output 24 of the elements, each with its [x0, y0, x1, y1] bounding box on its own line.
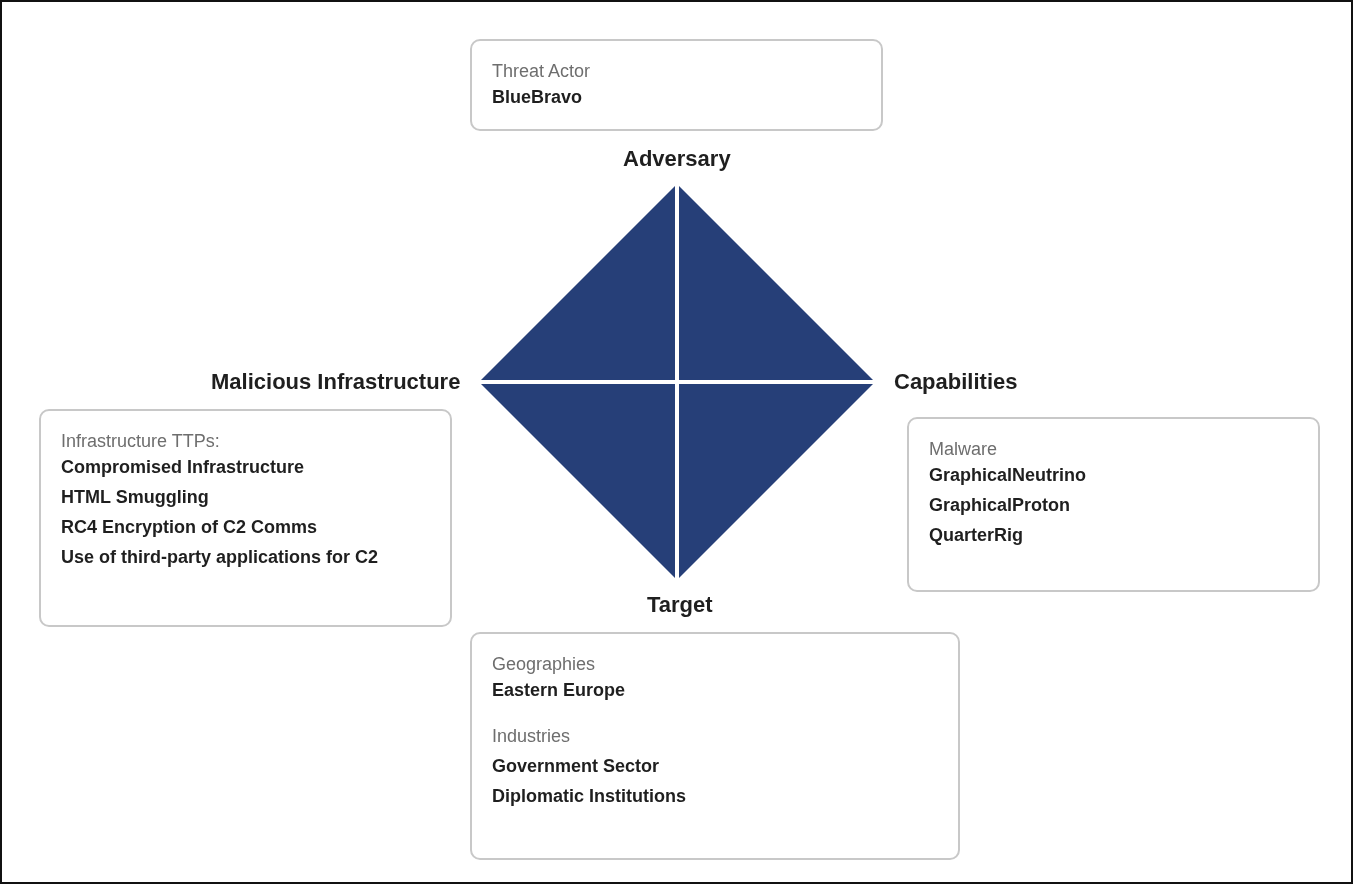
item-text: BlueBravo: [492, 86, 583, 109]
info-card: [470, 632, 960, 860]
item-text: GraphicalNeutrino: [929, 464, 1087, 487]
item-text: Eastern Europe: [492, 679, 626, 702]
vertex-label: Adversary: [623, 145, 731, 173]
info-card: [470, 39, 883, 131]
vertex-label: Target: [647, 591, 713, 619]
item-text: RC4 Encryption of C2 Comms: [61, 516, 318, 539]
item-text: Government Sector: [492, 755, 660, 778]
item-text: QuarterRig: [929, 524, 1024, 547]
item-text: Use of third-party applications for C2: [61, 546, 379, 569]
category-heading: Malware: [929, 438, 998, 461]
category-heading: Geographies: [492, 653, 596, 676]
info-card: [907, 417, 1320, 592]
item-text: HTML Smuggling: [61, 486, 209, 509]
vertex-label: Malicious Infrastructure: [211, 368, 461, 396]
item-text: Compromised Infrastructure: [61, 456, 305, 479]
info-card: [39, 409, 452, 627]
vertex-label: Capabilities: [894, 368, 1018, 396]
category-heading: Infrastructure TTPs:: [61, 430, 220, 453]
category-heading: Industries: [492, 725, 571, 748]
item-text: Diplomatic Institutions: [492, 785, 686, 808]
category-heading: Threat Actor: [492, 60, 591, 83]
item-text: GraphicalProton: [929, 494, 1071, 517]
